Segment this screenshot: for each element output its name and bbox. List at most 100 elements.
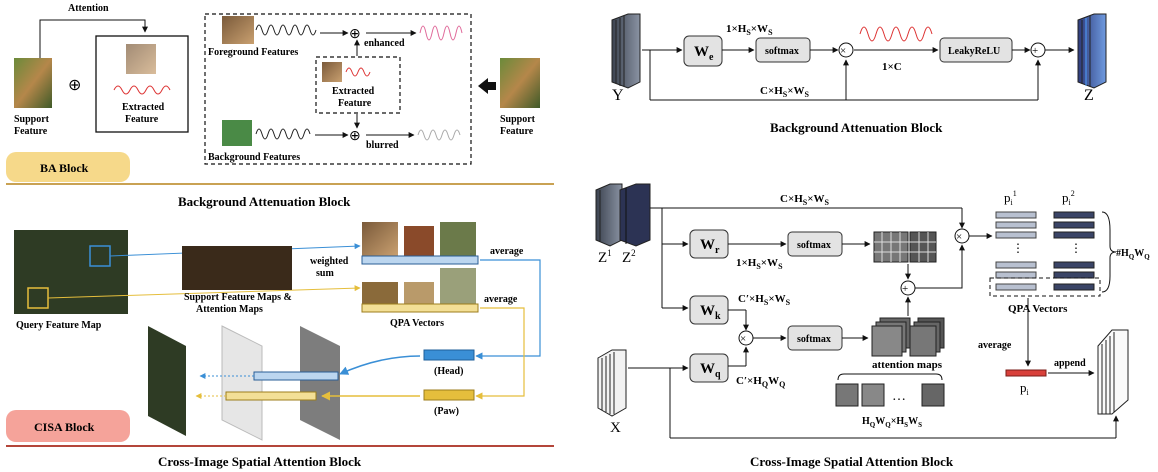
pi1-label: pi1 — [1004, 189, 1017, 207]
paw-beam — [225, 391, 317, 401]
ba-block-label: BA Block — [40, 161, 89, 175]
background-image — [222, 120, 252, 146]
bg-oplus: ⊕ — [349, 129, 361, 144]
we-text: We — [694, 44, 714, 63]
support-maps-strip — [182, 246, 292, 290]
ba-dashed-frame — [204, 13, 472, 165]
attention-maps-label: attention maps — [872, 359, 943, 371]
support-out-label-2: Feature — [500, 126, 534, 137]
paw-average-path — [475, 307, 525, 400]
support-feature-image — [14, 58, 52, 108]
wk-text: Wk — [700, 303, 721, 322]
softmax2-text: softmax — [797, 334, 831, 345]
qpa-head-vector — [361, 255, 479, 265]
enhanced-label: enhanced — [364, 38, 405, 49]
ba-right-panel: Y We 1×HS×WS softmax × 1×C LeakyReLU + C… — [611, 13, 1107, 135]
qpa-head-img-2 — [404, 226, 434, 256]
head-average-path — [475, 259, 541, 360]
head-vector — [423, 349, 475, 361]
query-feature-label: Query Feature Map — [16, 320, 102, 331]
inner-extracted-wave — [345, 67, 371, 77]
ba-right-caption: Background Attenuation Block — [770, 120, 943, 135]
query-feature-image — [14, 230, 128, 314]
dims-r-label: 1×HS×WS — [736, 257, 783, 271]
we-box — [683, 35, 723, 67]
support-feature-label-2: Feature — [14, 126, 48, 137]
paw-link — [47, 285, 361, 299]
x-tensor — [597, 349, 627, 417]
qpa-vectors-right-label: QPA Vectors — [1008, 303, 1068, 315]
y-tensor — [611, 13, 641, 89]
hashq-label: #HQWQ — [1116, 248, 1150, 261]
hq-dims-label: HQWQ×HSWS — [862, 416, 922, 429]
inner-extracted-box — [315, 56, 401, 114]
qpa-paw-vector — [361, 303, 479, 313]
extracted-feature-image — [126, 44, 156, 74]
add-symbol: + — [1032, 45, 1038, 57]
qpa-brace — [1101, 211, 1117, 293]
query-slab — [148, 326, 186, 436]
z1-z2-tensors — [595, 183, 651, 247]
leaky-text: LeakyReLU — [948, 46, 1000, 57]
cdims-label: C×HS×WS — [760, 85, 810, 99]
mul-node — [838, 42, 854, 58]
output-arrow — [478, 78, 496, 94]
inner-extracted-label-1: Extracted — [332, 86, 375, 97]
qpa-paw-img-3 — [440, 268, 476, 304]
z-tensor — [1077, 13, 1107, 89]
onexc-label: 1×C — [882, 61, 902, 73]
qpa-head-img-1 — [362, 222, 398, 256]
dims-top: 1×HS×WS — [726, 23, 773, 37]
x-label: X — [610, 420, 621, 436]
average-right-label: average — [978, 340, 1012, 351]
support-out-label-1: Support — [500, 114, 536, 125]
head-beam — [253, 371, 339, 381]
extracted-feature-label-1: Extracted — [122, 102, 165, 113]
ba-right-wave — [859, 26, 933, 42]
weighted-label-1: weighted — [310, 256, 349, 267]
pi2-label: pi2 — [1062, 189, 1075, 207]
top-dims-label: C×HS×WS — [780, 193, 830, 207]
background-wave — [255, 128, 311, 140]
maps-brace — [837, 373, 943, 381]
average-label-2: average — [484, 294, 518, 305]
pi-vector — [1005, 369, 1047, 377]
softmax-text: softmax — [765, 46, 799, 57]
pi-label: pi — [1020, 380, 1030, 397]
cisa-mul-symbol: × — [956, 231, 962, 243]
foreground-label: Foreground Features — [208, 47, 298, 58]
svg-text:⋮: ⋮ — [1012, 241, 1024, 255]
weighted-label-2: sum — [316, 268, 334, 279]
dims-q-label: C′×HQWQ — [736, 375, 785, 389]
extracted-feature-box — [95, 35, 189, 133]
support-maps-label-2: Attention Maps — [196, 304, 263, 315]
map-1 — [835, 383, 859, 407]
attention-grid-top — [873, 231, 937, 263]
head-label: (Head) — [434, 366, 463, 377]
paw-label: (Paw) — [434, 406, 459, 417]
qpa-paw-img-1 — [362, 282, 398, 304]
support-out-image — [500, 58, 540, 108]
attention-arrow — [39, 19, 148, 58]
grid-add-symbol: + — [902, 283, 908, 295]
extracted-wave — [113, 85, 171, 95]
output-tensor — [1097, 329, 1129, 415]
gray-plane-dark — [300, 326, 340, 440]
cisa-right-panel: C×HS×WS Z1 Z2 Wr 1×HS×WS softmax + — [595, 183, 1150, 469]
qpa-head-img-3 — [440, 222, 476, 256]
attention-maps-stack — [871, 317, 945, 357]
cisa-left-caption: Cross-Image Spatial Attention Block — [158, 454, 362, 469]
mul-symbol: × — [840, 45, 846, 57]
paw-vector — [423, 389, 475, 401]
qpa-vector-grid: ⋮ ⋮ — [995, 211, 1095, 291]
inner-extracted-label-2: Feature — [338, 98, 372, 109]
svg-text:⋮: ⋮ — [1070, 241, 1082, 255]
qk-mul-symbol: × — [740, 333, 746, 345]
qpa-paw-img-2 — [404, 282, 434, 304]
oplus-symbol: ⊕ — [68, 77, 81, 94]
support-maps-label-1: Support Feature Maps & — [184, 292, 292, 303]
softmax1-text: softmax — [797, 240, 831, 251]
wq-text: Wq — [700, 361, 721, 380]
blurred-wave — [417, 129, 461, 141]
